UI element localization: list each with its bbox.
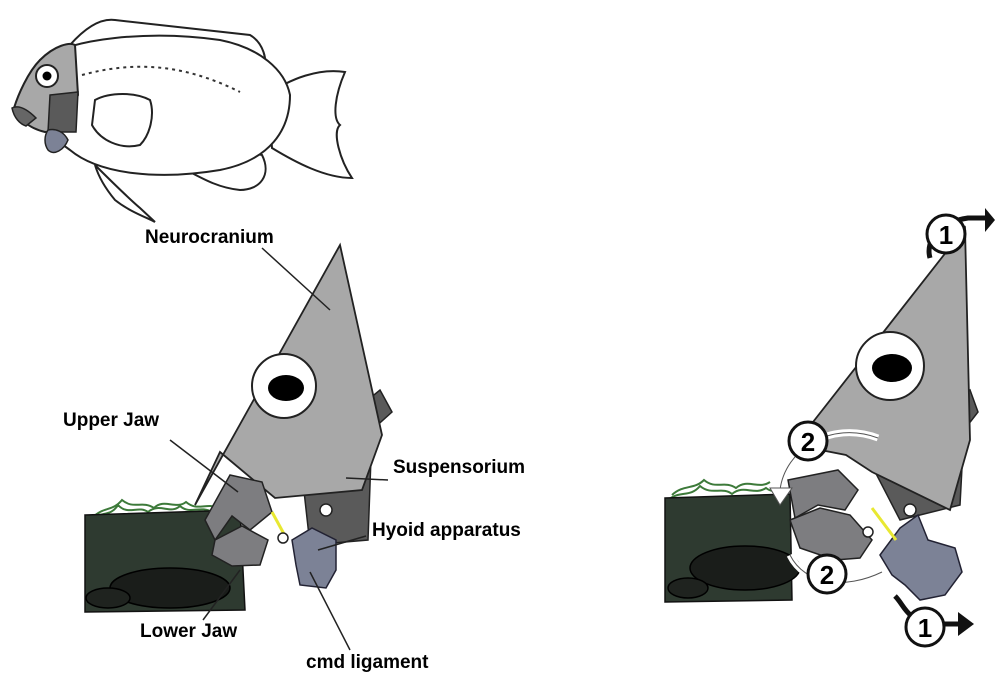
svg-text:2: 2 [801,427,815,457]
lower-jaw-right [790,508,872,560]
label-hyoid-apparatus: Hyoid apparatus [372,520,521,541]
hyoid-right [880,515,962,600]
rock-right-small [668,578,708,598]
label-lower-jaw: Lower Jaw [140,621,237,642]
step-badge-2-top: 2 [789,422,827,460]
svg-text:1: 1 [939,220,953,250]
fish-illustration [12,20,352,222]
svg-text:1: 1 [918,613,932,643]
pupil-left [268,375,304,401]
fish-cheek [48,92,78,132]
joint-left-b [278,533,288,543]
arrow-1-bottom-head [958,612,974,636]
fish-pupil [43,72,52,81]
label-upper-jaw: Upper Jaw [63,410,159,431]
cmd-ligament-left [272,512,284,534]
step-badge-1-top: 1 [927,215,965,253]
label-suspensorium: Suspensorium [393,457,525,478]
pupil-right [872,354,912,382]
step-badge-2-bottom: 2 [808,555,846,593]
step-badge-1-bottom: 1 [906,608,944,646]
cmd-ligament-right [872,508,896,540]
joint-right-a [904,504,916,516]
rock-left-small [86,588,130,608]
joint-left-a [320,504,332,516]
svg-text:2: 2 [820,560,834,590]
joint-right-b [863,527,873,537]
label-cmd-ligament: cmd ligament [306,652,429,673]
arrow-1-top-head [985,208,995,232]
label-neurocranium: Neurocranium [145,227,274,248]
skull-open [665,228,978,602]
